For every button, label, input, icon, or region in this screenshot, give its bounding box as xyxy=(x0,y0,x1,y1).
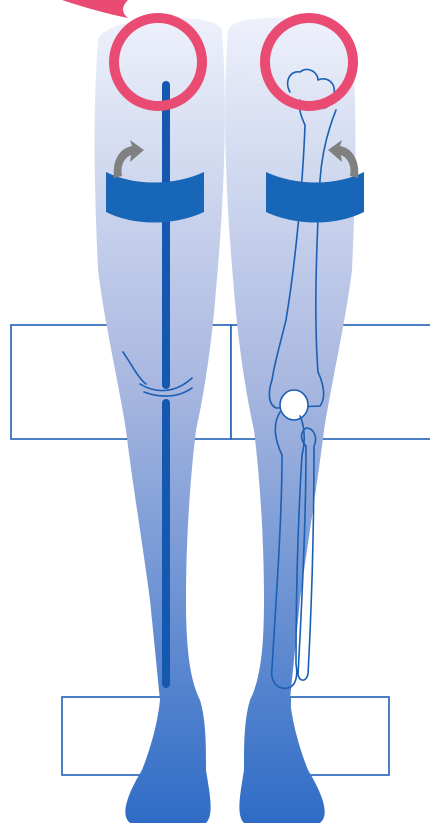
kneecap xyxy=(280,390,308,420)
callout-pointer xyxy=(62,0,128,18)
